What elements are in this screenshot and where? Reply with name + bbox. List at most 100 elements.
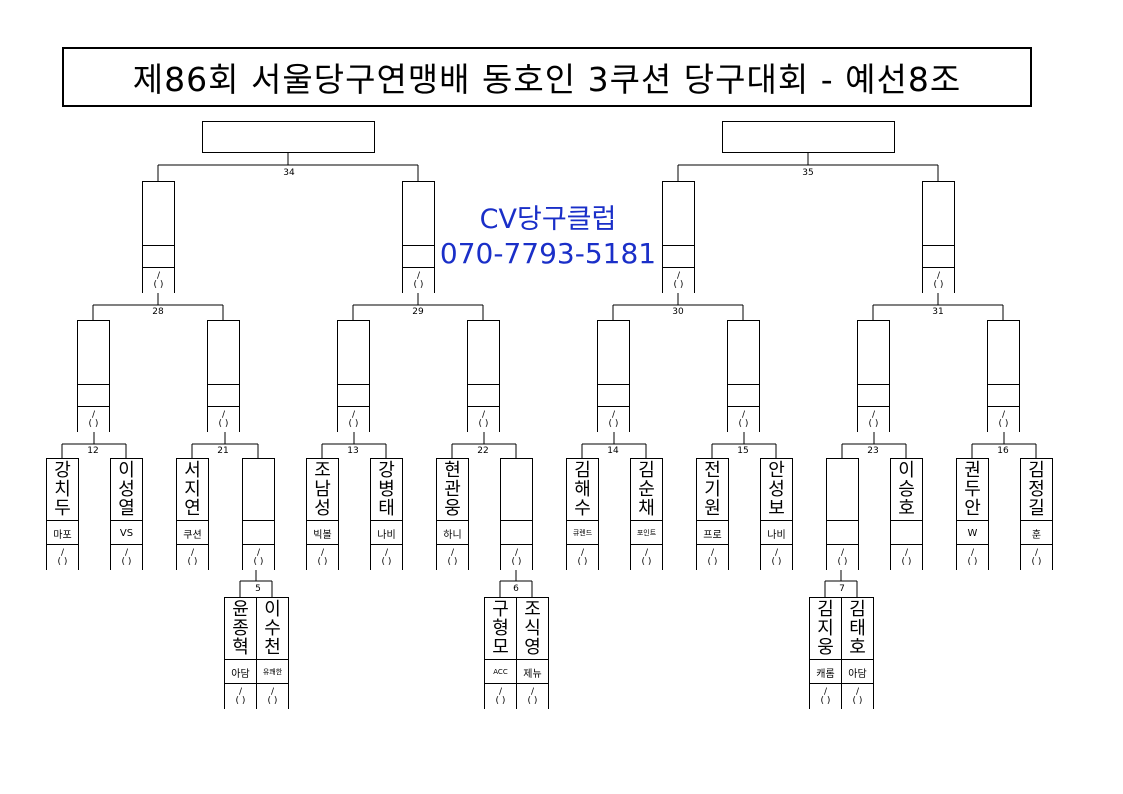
winner-slot: / ( ) xyxy=(467,320,500,432)
winner-name-area xyxy=(78,321,109,384)
winner-slot: / ( ) xyxy=(77,320,110,432)
player-club: 제뉴 xyxy=(523,668,542,680)
player-club xyxy=(501,521,532,545)
score-box: / ( ) xyxy=(842,683,873,709)
score-box: / ( ) xyxy=(827,544,858,570)
score-mark: / ( ) xyxy=(187,547,198,567)
score-box: / ( ) xyxy=(923,267,954,293)
player-club: VS xyxy=(119,527,134,539)
winner-slot: / ( ) xyxy=(142,181,175,293)
player-club: 아담 xyxy=(848,668,867,680)
score-mark: / ( ) xyxy=(868,409,879,429)
player-slot: / ( ) xyxy=(242,458,275,570)
winner-club-area xyxy=(143,245,174,268)
score-box: / ( ) xyxy=(501,544,532,570)
match-number: 14 xyxy=(607,446,619,456)
score-mark: / ( ) xyxy=(317,547,328,567)
score-mark: / ( ) xyxy=(121,547,132,567)
player-club: 훈 xyxy=(1031,529,1042,541)
group-winner-box xyxy=(722,121,895,153)
score-mark: / ( ) xyxy=(253,547,264,567)
score-mark: / ( ) xyxy=(998,409,1009,429)
player-club: 큐렌드 xyxy=(572,529,593,537)
player-club: W xyxy=(967,527,978,539)
score-mark: / ( ) xyxy=(1031,547,1042,567)
score-mark: / ( ) xyxy=(738,409,749,429)
club-watermark: CV당구클럽 070-7793-5181 xyxy=(438,203,658,271)
score-mark: / ( ) xyxy=(57,547,68,567)
score-box: / ( ) xyxy=(143,267,174,293)
winner-name-area xyxy=(923,182,954,245)
winner-club-area xyxy=(923,245,954,268)
score-mark: / ( ) xyxy=(381,547,392,567)
winner-slot: / ( ) xyxy=(857,320,890,432)
winner-name-area xyxy=(858,321,889,384)
winner-name-area xyxy=(403,182,434,245)
score-box: / ( ) xyxy=(243,544,274,570)
match-number: 16 xyxy=(997,446,1009,456)
player-club: 빅볼 xyxy=(313,529,332,541)
score-mark: / ( ) xyxy=(153,270,164,290)
match-number: 13 xyxy=(347,446,359,456)
player-club xyxy=(243,521,274,545)
winner-club-area xyxy=(728,384,759,407)
winner-slot: / ( ) xyxy=(727,320,760,432)
match-number: 22 xyxy=(477,446,489,456)
winner-club-area xyxy=(988,384,1019,407)
match-number: 28 xyxy=(152,307,164,317)
score-box: / ( ) xyxy=(225,683,256,709)
match-number: 30 xyxy=(672,307,684,317)
score-box: / ( ) xyxy=(403,267,434,293)
match-number: 31 xyxy=(932,307,944,317)
score-mark: / ( ) xyxy=(707,547,718,567)
match-number: 21 xyxy=(217,446,229,456)
score-mark: / ( ) xyxy=(348,409,359,429)
match-number: 7 xyxy=(839,584,845,594)
match-number: 5 xyxy=(255,584,261,594)
match-number: 29 xyxy=(412,307,424,317)
winner-club-area xyxy=(78,384,109,407)
score-mark: / ( ) xyxy=(852,686,863,706)
score-mark: / ( ) xyxy=(820,686,831,706)
match-number: 12 xyxy=(87,446,99,456)
watermark-phone: 070-7793-5181 xyxy=(439,237,657,270)
score-mark: / ( ) xyxy=(495,686,506,706)
score-box: / ( ) xyxy=(111,544,142,570)
winner-name-area xyxy=(468,321,499,384)
player-club: 포인트 xyxy=(636,529,657,537)
player-club: ACC xyxy=(493,668,508,676)
score-box: / ( ) xyxy=(517,683,548,709)
match-number: 15 xyxy=(737,446,749,456)
player-slot: / ( ) xyxy=(500,458,533,570)
score-box: / ( ) xyxy=(957,544,988,570)
score-box: / ( ) xyxy=(307,544,338,570)
score-box: / ( ) xyxy=(728,406,759,432)
winner-club-area xyxy=(403,245,434,268)
score-box: / ( ) xyxy=(78,406,109,432)
page-title: 제86회 서울당구연맹배 동호인 3쿠션 당구대회 - 예선8조 xyxy=(132,60,962,99)
score-mark: / ( ) xyxy=(608,409,619,429)
score-box: / ( ) xyxy=(891,544,922,570)
match-number: 23 xyxy=(867,446,879,456)
